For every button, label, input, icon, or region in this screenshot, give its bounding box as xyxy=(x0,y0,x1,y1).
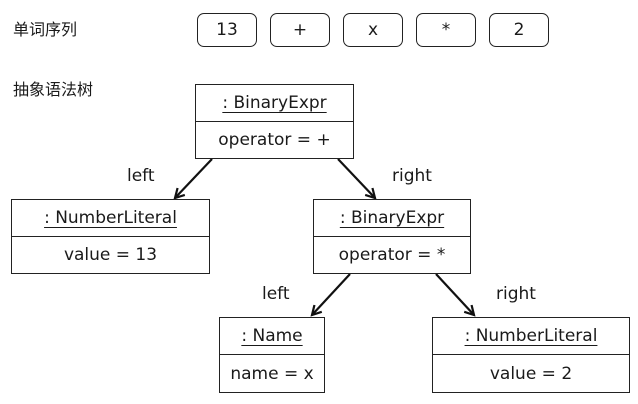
node-attribute: operator = * xyxy=(338,244,446,265)
node-type: : NumberLiteral xyxy=(12,200,209,237)
edge-inner-left xyxy=(312,273,351,315)
node-attribute: value = 13 xyxy=(63,244,158,265)
number-literal-node: : NumberLiteral value = 13 xyxy=(11,199,210,274)
inner-binary-expr-node: : BinaryExpr operator = * xyxy=(313,199,471,274)
edge-label-right: right xyxy=(496,284,536,304)
node-attribute: value = 2 xyxy=(489,363,573,384)
edge-inner-right xyxy=(435,273,474,315)
token-box: 2 xyxy=(489,13,549,47)
edge-label-right: right xyxy=(392,166,432,186)
number-literal-node: : NumberLiteral value = 2 xyxy=(432,317,630,393)
token-box: x xyxy=(343,13,403,47)
node-type: : BinaryExpr xyxy=(314,200,470,237)
node-attribute: operator = + xyxy=(218,129,331,150)
edge-label-left: left xyxy=(262,284,290,304)
token-box: + xyxy=(270,13,330,47)
node-type: : Name xyxy=(220,318,324,355)
node-attribute: name = x xyxy=(230,363,314,384)
syntax-tree-label: 抽象语法树 xyxy=(13,80,94,99)
token-sequence-label: 单词序列 xyxy=(13,20,78,39)
token-box: 13 xyxy=(197,13,257,47)
node-type: : NumberLiteral xyxy=(433,318,629,355)
token-box: * xyxy=(416,13,476,47)
name-node: : Name name = x xyxy=(219,317,325,393)
root-binary-expr-node: : BinaryExpr operator = + xyxy=(195,84,354,159)
node-type: : BinaryExpr xyxy=(196,85,353,122)
edge-root-left xyxy=(175,158,213,198)
edge-label-left: left xyxy=(127,166,155,186)
edge-root-right xyxy=(337,158,375,198)
